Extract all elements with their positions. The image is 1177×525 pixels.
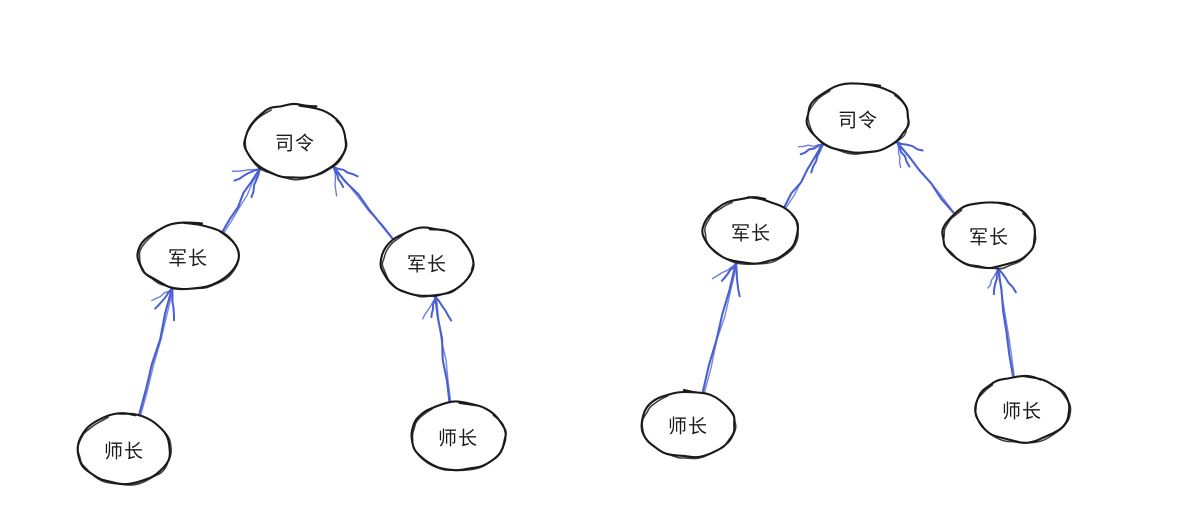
arrowhead-barb	[170, 287, 176, 322]
arrow-shaft	[138, 287, 173, 416]
node-fill	[381, 228, 473, 296]
node-outline-overdraw	[138, 230, 240, 290]
node-army-commander[interactable]	[136, 221, 240, 291]
arrowhead-barb	[895, 140, 911, 168]
node-division-commander[interactable]	[76, 412, 172, 486]
node-fill	[703, 198, 799, 264]
edge-arrow	[701, 262, 741, 394]
edge-arrow	[895, 140, 956, 215]
arrowhead-barb-faint	[711, 263, 738, 280]
arrow-shaft-secondary	[435, 296, 452, 404]
arrow-shaft-secondary	[703, 263, 738, 394]
arrowhead-barb-faint	[333, 166, 338, 197]
arrowhead-barb	[434, 295, 453, 322]
node-outline-overdraw	[77, 416, 172, 486]
arrowhead-barb	[332, 165, 359, 178]
node-outline-overdraw	[411, 407, 507, 472]
arrowhead-barb-faint	[231, 168, 262, 172]
arrowhead-barb	[996, 267, 1017, 294]
arrowhead-barb-faint	[422, 296, 437, 320]
arrow-shaft	[701, 262, 737, 393]
arrowhead-barb-faint	[987, 268, 1000, 289]
node-commander[interactable]	[805, 82, 910, 155]
node-fill	[974, 376, 1070, 442]
node-army-commander[interactable]	[941, 201, 1037, 270]
edge-arrow	[332, 165, 395, 241]
node-fill	[138, 223, 238, 289]
arrowhead-barb	[250, 167, 261, 199]
arrowhead-barb	[810, 143, 824, 174]
node-outline-overdraw	[942, 209, 1037, 270]
node-outline-overdraw	[244, 109, 348, 181]
node-army-commander[interactable]	[379, 226, 475, 298]
node-fill	[244, 104, 346, 178]
node-outline-overdraw	[641, 395, 737, 460]
arrowhead-barb	[720, 262, 737, 282]
node-commander[interactable]	[243, 102, 348, 181]
arrowhead-barb-faint	[797, 144, 824, 148]
arrow-shaft-secondary	[223, 168, 262, 234]
arrow-shaft-secondary	[139, 288, 174, 417]
arrow-shaft-secondary	[897, 142, 956, 215]
edge-arrow	[422, 295, 453, 404]
arrow-shaft-secondary	[998, 268, 1015, 378]
arrowhead-barb-faint	[151, 288, 174, 302]
node-outline-overdraw	[704, 201, 799, 266]
node-army-commander[interactable]	[701, 196, 800, 266]
node-fill	[641, 391, 735, 457]
node-outline-overdraw	[974, 384, 1072, 444]
node-outline	[974, 374, 1071, 444]
edge-arrow	[221, 167, 262, 234]
node-fill	[942, 202, 1036, 268]
node-fill	[410, 402, 506, 470]
node-outline-overdraw	[381, 233, 475, 298]
node-division-commander[interactable]	[640, 388, 737, 460]
arrowhead-barb-faint	[896, 142, 902, 169]
edge-arrow	[138, 287, 176, 417]
node-division-commander[interactable]	[974, 374, 1072, 444]
arrow-shaft-secondary	[333, 166, 395, 241]
arrow-shaft	[221, 167, 261, 233]
edge-arrow	[987, 267, 1017, 378]
arrowhead-barb	[233, 167, 261, 182]
node-outline-overdraw	[807, 90, 910, 155]
edge-arrow	[783, 143, 825, 209]
arrowhead-barb	[799, 143, 824, 156]
arrow-shaft-secondary	[785, 144, 825, 209]
arrowhead-barb	[895, 140, 924, 152]
arrowhead-barb	[734, 262, 741, 298]
node-fill	[807, 83, 909, 153]
node-fill	[77, 414, 171, 484]
node-division-commander[interactable]	[410, 400, 507, 472]
